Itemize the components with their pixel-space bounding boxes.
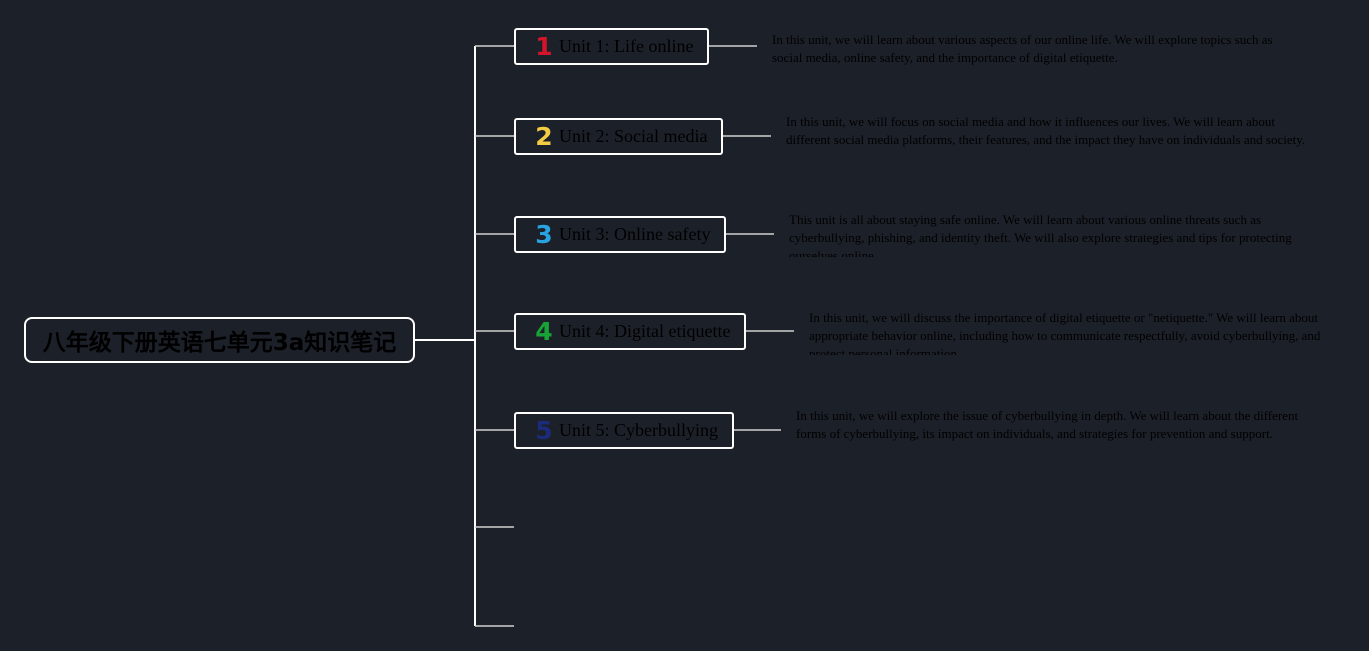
unit-label: Unit 5: Cyberbullying — [559, 420, 718, 440]
unit-description-1: In this unit, we will learn about variou… — [772, 32, 1273, 65]
unit-description-3: This unit is all about staying safe onli… — [789, 212, 1292, 257]
number-3-icon: 3 — [535, 220, 553, 249]
unit-node-2[interactable]: 2 Unit 2: Social media — [514, 118, 724, 155]
unit-node-4[interactable]: 4 Unit 4: Digital etiquette — [514, 313, 747, 350]
unit-label: Unit 4: Digital etiquette — [559, 321, 731, 341]
unit-label: Unit 3: Online safety — [559, 224, 711, 244]
unit-label: Unit 1: Life online — [559, 36, 694, 56]
unit-node-1[interactable]: 1 Unit 1: Life online — [514, 28, 710, 65]
unit-description-2: In this unit, we will focus on social me… — [786, 114, 1306, 147]
unit-description-4: In this unit, we will discuss the import… — [809, 310, 1321, 355]
number-4-icon: 4 — [535, 317, 553, 346]
root-title: 八年级下册英语七单元3a知识笔记 — [42, 330, 397, 356]
unit-node-3[interactable]: 3 Unit 3: Online safety — [514, 216, 727, 253]
number-5-icon: 5 — [535, 416, 553, 445]
number-2-icon: 2 — [535, 122, 553, 151]
unit-label: Unit 2: Social media — [559, 126, 708, 146]
unit-node-5[interactable]: 5 Unit 5: Cyberbullying — [514, 412, 734, 449]
unit-description-5: In this unit, we will explore the issue … — [796, 408, 1299, 441]
root-topic[interactable]: 八年级下册英语七单元3a知识笔记 — [24, 317, 415, 363]
number-1-icon: 1 — [535, 32, 553, 61]
